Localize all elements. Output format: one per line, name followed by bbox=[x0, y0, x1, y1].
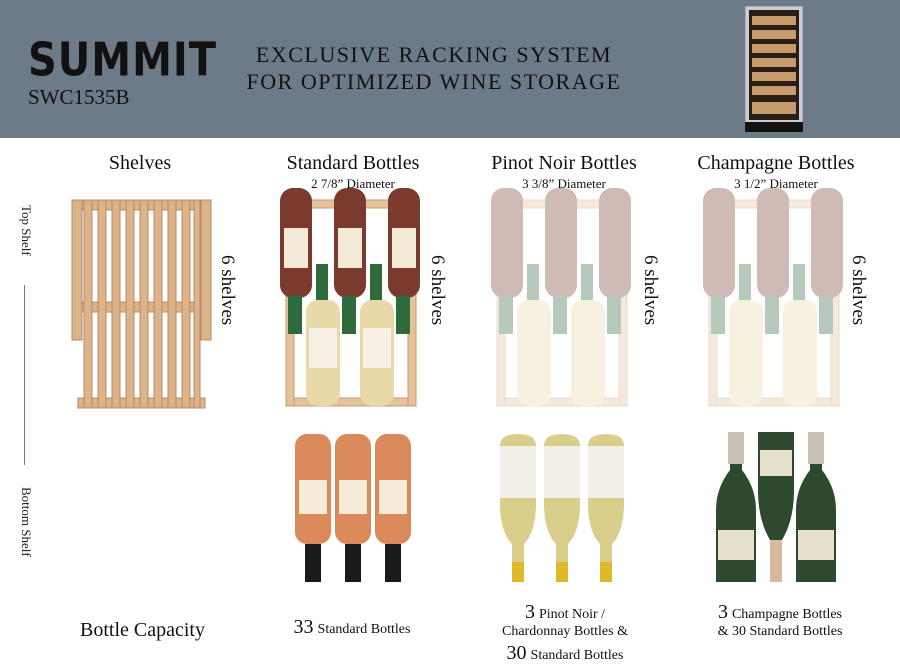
diameter-champagne: 3 1/2” Diameter bbox=[734, 176, 818, 191]
standard-top-shelf-image bbox=[280, 188, 420, 407]
champagne-bottom-shelf-image bbox=[716, 432, 836, 582]
shelf-count-shelves: 6 shelves bbox=[217, 255, 238, 326]
top-shelf-label: Top Shelf bbox=[19, 205, 34, 256]
capacity-pinot-text-2: Standard Bottles bbox=[530, 647, 624, 663]
capacity-standard: 33 Standard Bottles bbox=[262, 615, 442, 639]
capacity-champ-text: Champagne Bottles bbox=[731, 607, 843, 622]
wine-fridge-image bbox=[745, 6, 803, 132]
header-banner: SUMMIT SWC1535B EXCLUSIVE RACKING SYSTEM… bbox=[0, 0, 900, 138]
diameter-pinot: 3 3/8” Diameter bbox=[522, 176, 606, 191]
capacity-pinot-text: Pinot Noir / bbox=[538, 607, 606, 622]
capacity-pinot: 3 Pinot Noir / Chardonnay Bottles & 30 S… bbox=[470, 600, 660, 665]
shelf-count-pinot: 6 shelves bbox=[640, 255, 661, 326]
bottom-shelf-label: Bottom Shelf bbox=[19, 487, 34, 557]
capacity-pinot-number-2: 30 bbox=[506, 641, 527, 664]
shelf-count-standard: 6 shelves bbox=[427, 255, 448, 326]
headline-line-2: FOR OPTIMIZED WINE STORAGE bbox=[246, 69, 622, 94]
champagne-top-shelf-image bbox=[703, 188, 843, 407]
capacity-champ-number: 3 bbox=[717, 601, 728, 623]
capacity-standard-number: 33 bbox=[293, 616, 314, 638]
diameter-standard: 2 7/8” Diameter bbox=[311, 176, 395, 191]
capacity-champagne: 3 Champagne Bottles & 30 Standard Bottle… bbox=[680, 600, 880, 641]
top-shelf-divider bbox=[24, 285, 25, 465]
pinot-bottom-shelf-image bbox=[500, 434, 624, 582]
brand-logo: SUMMIT bbox=[28, 34, 218, 87]
column-title-shelves: Shelves bbox=[108, 152, 172, 174]
column-title-standard: Standard Bottles bbox=[286, 152, 420, 174]
capacity-pinot-line2: Chardonnay Bottles & bbox=[502, 624, 628, 639]
headline-line-1: EXCLUSIVE RACKING SYSTEM bbox=[255, 42, 613, 67]
capacity-label: Bottle Capacity bbox=[60, 618, 225, 642]
wood-shelf-image bbox=[71, 199, 212, 409]
pinot-top-shelf-image bbox=[491, 188, 631, 407]
capacity-standard-text: Standard Bottles bbox=[317, 622, 411, 637]
capacity-champ-line2: & 30 Standard Bottles bbox=[717, 624, 843, 639]
column-title-champagne: Champagne Bottles bbox=[697, 152, 855, 174]
column-title-pinot: Pinot Noir Bottles bbox=[491, 152, 637, 174]
capacity-pinot-number: 3 bbox=[524, 601, 535, 623]
standard-bottom-shelf-image bbox=[295, 434, 411, 582]
model-number: SWC1535B bbox=[28, 85, 130, 109]
shelf-count-champagne: 6 shelves bbox=[848, 255, 869, 326]
capacity-label-text: Bottle Capacity bbox=[80, 619, 205, 641]
